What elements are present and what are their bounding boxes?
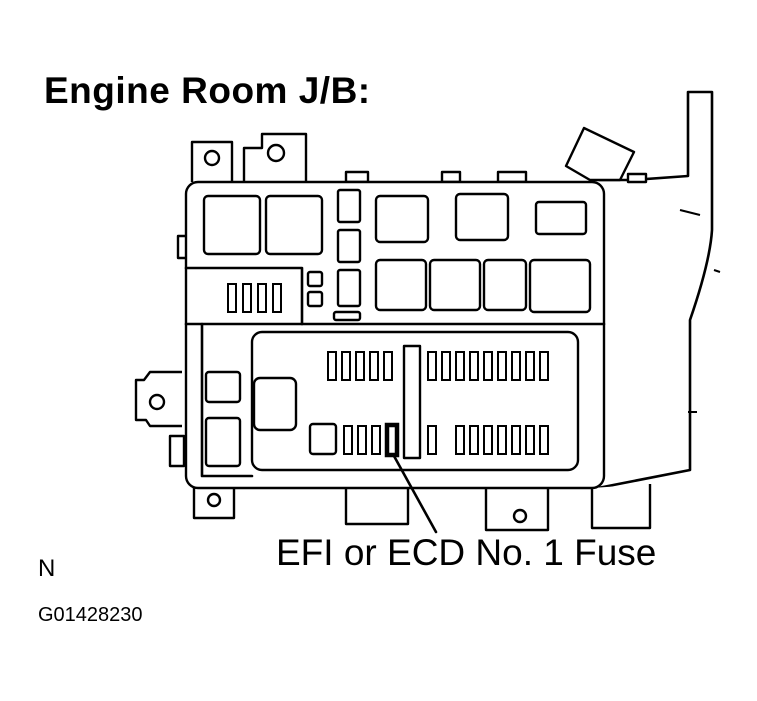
fuse (539, 425, 549, 455)
fuse (257, 283, 267, 313)
fuse (511, 351, 521, 381)
housing-rib (713, 269, 721, 273)
connector-lower (252, 376, 298, 432)
fuse (469, 425, 479, 455)
fuse (357, 425, 367, 455)
relay (482, 258, 528, 312)
connector-bottom (344, 488, 410, 526)
fuse-slot-small (306, 290, 324, 308)
connector-bottom-right (590, 484, 652, 530)
fuse (525, 351, 535, 381)
housing-right-outline (596, 90, 714, 490)
relay (528, 258, 592, 314)
mounting-hole (206, 492, 222, 508)
fuse (427, 351, 437, 381)
top-clip (626, 172, 648, 184)
fuse (483, 425, 493, 455)
fuse (483, 351, 493, 381)
fuse (539, 351, 549, 381)
fuse-group-left (227, 283, 282, 313)
fuse (242, 283, 252, 313)
figure-code: G01428230 (38, 604, 143, 626)
mounting-hole (266, 143, 286, 163)
housing-rib (679, 209, 701, 216)
orientation-mark: N (38, 555, 56, 582)
mounting-bracket-bottom (484, 488, 550, 532)
fuse-row-upper-left (327, 351, 393, 381)
top-clip (344, 170, 370, 184)
fuse-slot-small (306, 270, 324, 288)
fuse (272, 283, 282, 313)
top-clip (496, 170, 528, 184)
left-clip (168, 434, 186, 468)
fuse (525, 425, 535, 455)
relay (454, 192, 510, 242)
mounting-hole (512, 508, 528, 524)
mounting-hole (148, 393, 166, 411)
fuse-slot (336, 188, 362, 224)
relay (374, 258, 428, 312)
fuse-puller-holder (402, 344, 422, 460)
fuse (371, 425, 381, 455)
relay-lower-left (204, 416, 242, 468)
relay-lower-left (204, 370, 242, 404)
connector-tab-top-right (564, 126, 636, 182)
fuse-slot-small (332, 310, 362, 322)
fuse (227, 283, 237, 313)
fuse-row-lower-right (427, 425, 549, 455)
efi-ecd-no1-fuse (384, 422, 400, 458)
fuse (469, 351, 479, 381)
fuse-row-lower-left (343, 422, 400, 458)
relay (264, 194, 324, 256)
fuse (383, 351, 393, 381)
fuse-slot (336, 268, 362, 308)
mounting-hole (203, 149, 221, 167)
diagram-title: Engine Room J/B: (44, 70, 371, 111)
fuse (427, 425, 437, 455)
fuse-slot (336, 228, 362, 264)
fuse (497, 351, 507, 381)
fuse (511, 425, 521, 455)
fuse-callout-label: EFI or ECD No. 1 Fuse (276, 532, 657, 573)
left-compartment-outline (184, 266, 304, 478)
fuse (497, 425, 507, 455)
fuse (341, 351, 351, 381)
fuse (343, 425, 353, 455)
relay-small (308, 422, 338, 456)
fuse (327, 351, 337, 381)
callout-leader-line (392, 454, 438, 534)
fuse (369, 351, 379, 381)
relay (374, 194, 430, 244)
fuse (355, 351, 365, 381)
fuse-row-upper-right (427, 351, 549, 381)
relay (534, 200, 588, 236)
fuse (455, 425, 465, 455)
fuse (441, 351, 451, 381)
relay (202, 194, 262, 256)
fuse (455, 351, 465, 381)
relay (428, 258, 482, 312)
top-clip (440, 170, 462, 184)
